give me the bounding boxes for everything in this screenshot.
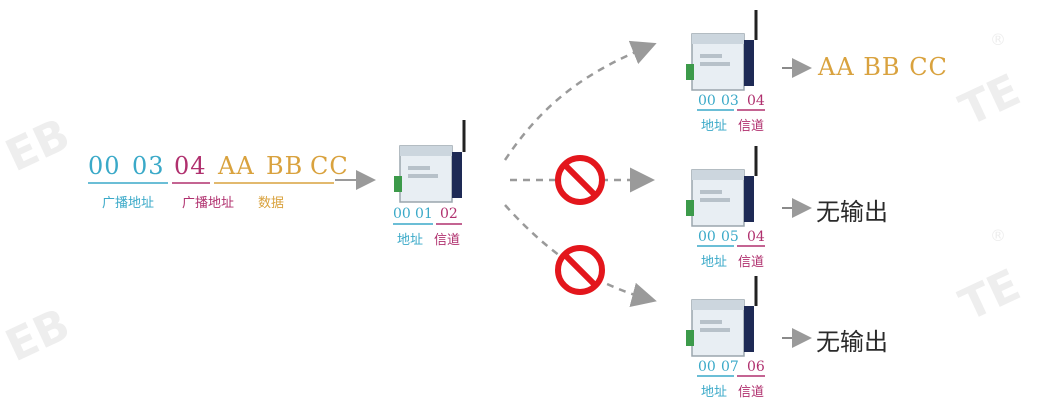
rx1-value-1: 03 xyxy=(721,93,739,109)
rx2-value-2: 04 xyxy=(747,229,765,245)
rx3-label-channel: 信道 xyxy=(738,385,765,400)
rx1-output: AA BB CC xyxy=(818,53,948,81)
tx-value-0: 00 xyxy=(393,206,411,222)
tx-label-address: 地址 xyxy=(397,233,424,248)
source-byte-1: 03 xyxy=(132,152,165,180)
rx1-value-2: 04 xyxy=(747,93,765,109)
tx-label-channel: 信道 xyxy=(434,233,461,248)
receiver-2-device-icon xyxy=(686,146,758,227)
source-byte-0: 00 xyxy=(88,152,121,180)
registered-mark: ® xyxy=(990,30,1006,49)
rx1-value-0: 00 xyxy=(698,93,716,109)
arrow-to-receiver-1 xyxy=(503,40,657,161)
rx2-output: 无输出 xyxy=(816,198,888,226)
registered-mark: ® xyxy=(990,226,1006,245)
rx3-value-2: 06 xyxy=(747,359,765,375)
source-byte-3: AA xyxy=(218,152,255,180)
rx1-label-address: 地址 xyxy=(701,119,728,134)
rx2-value-1: 05 xyxy=(721,229,739,245)
tx-value-2: 02 xyxy=(440,206,458,222)
rx2-label-channel: 信道 xyxy=(738,255,765,270)
rx3-value-0: 00 xyxy=(698,359,716,375)
source-label-broadcast-channel: 广播地址 xyxy=(182,196,235,211)
source-byte-4: BB xyxy=(266,152,304,180)
source-byte-5: CC xyxy=(310,152,349,180)
source-label-data: 数据 xyxy=(258,196,285,211)
rx2-value-0: 00 xyxy=(698,229,716,245)
rx3-value-1: 07 xyxy=(721,359,739,375)
prohibited-icon xyxy=(555,155,605,205)
prohibited-icon xyxy=(555,245,605,295)
source-byte-2: 04 xyxy=(174,152,207,180)
rx1-label-channel: 信道 xyxy=(738,119,765,134)
transmitter-device-icon xyxy=(394,120,466,203)
rx3-output: 无输出 xyxy=(816,328,888,356)
tx-value-1: 01 xyxy=(415,206,433,222)
rx2-label-address: 地址 xyxy=(701,255,728,270)
receiver-3-device-icon xyxy=(686,276,758,357)
receiver-1-device-icon xyxy=(686,10,758,91)
rx3-label-address: 地址 xyxy=(701,385,728,400)
source-label-broadcast-address: 广播地址 xyxy=(102,196,155,211)
